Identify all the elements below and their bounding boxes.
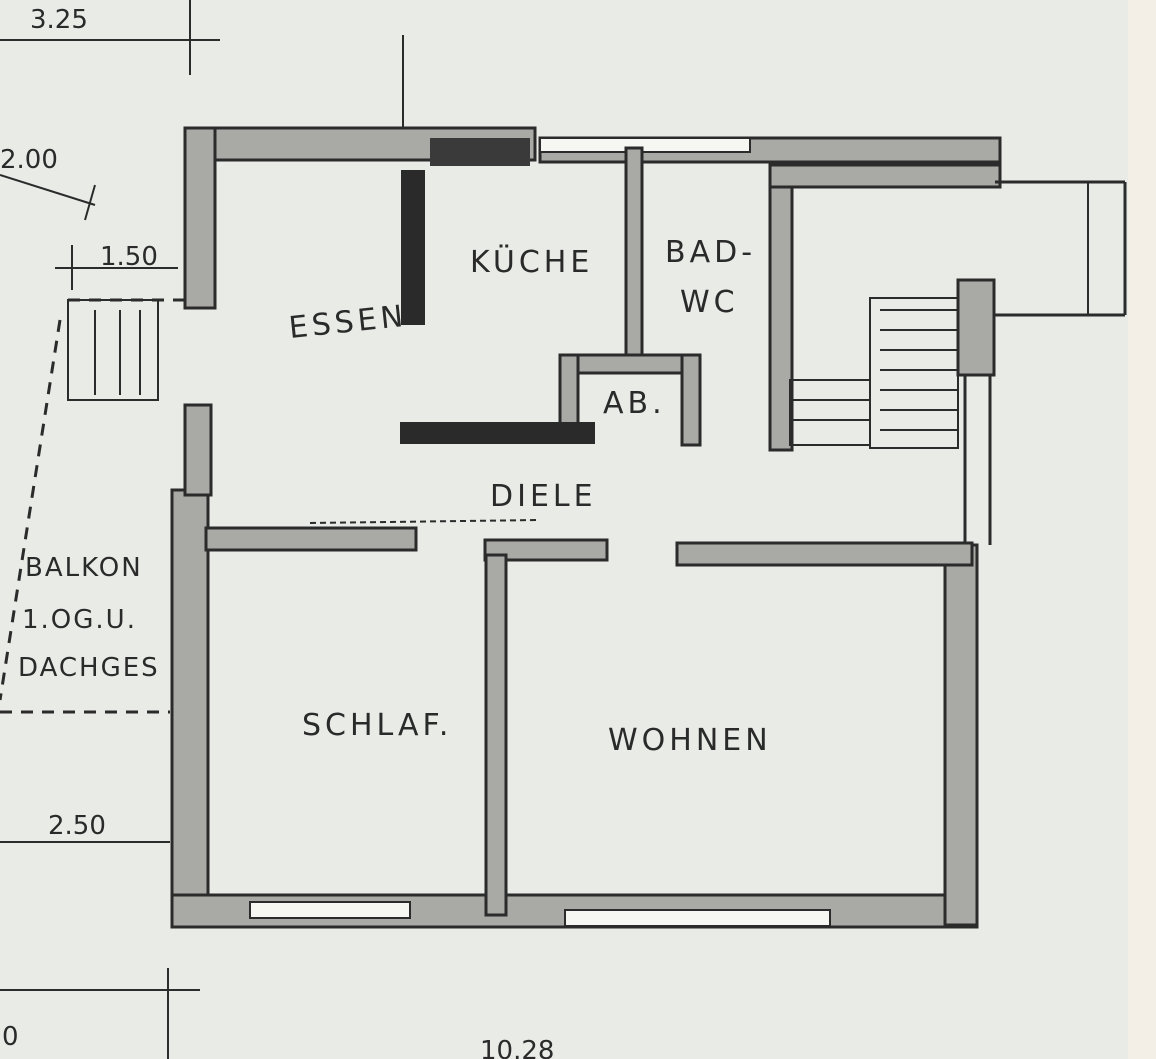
dimension-upper-left: 2.00 — [0, 145, 58, 175]
door-swing-line — [309, 519, 541, 524]
dimension-bottom: 10.28 — [480, 1036, 554, 1059]
windows — [249, 137, 831, 927]
annex-outline — [995, 180, 1127, 317]
room-label-kueche: KÜCHE — [470, 244, 593, 280]
stairs — [67, 297, 959, 449]
dimension-bottom-left: 0 — [2, 1022, 19, 1052]
interior-walls — [204, 138, 1002, 917]
balcony-outline — [0, 298, 185, 714]
dimension-top-left: 3.25 — [30, 5, 88, 35]
room-label-abstell: AB. — [603, 386, 666, 421]
dimension-lower-left: 2.50 — [48, 811, 106, 841]
room-label-diele: DIELE — [490, 479, 597, 514]
paper-edge — [1128, 0, 1156, 1059]
dimension-side: 1.50 — [100, 242, 158, 272]
balkon-label-line3: DACHGES — [18, 653, 160, 683]
room-label-bad: BAD- — [665, 235, 756, 270]
balkon-label-line2: 1.OG.U. — [22, 605, 137, 635]
room-label-wc: WC — [680, 285, 739, 320]
dimension-lines — [0, 0, 404, 1059]
room-label-schlaf: SCHLAF. — [302, 708, 452, 743]
balkon-label-line1: BALKON — [25, 553, 143, 583]
room-label-essen: ESSEN — [287, 299, 408, 346]
room-label-wohnen: WOHNEN — [608, 723, 772, 758]
